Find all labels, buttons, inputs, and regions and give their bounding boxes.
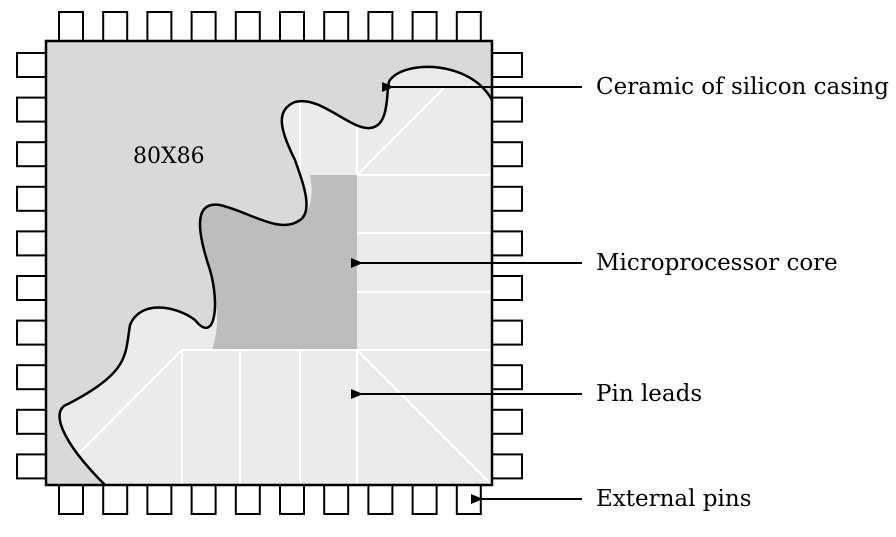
chip-label: 80X86 (133, 144, 205, 169)
external-pin (102, 484, 129, 515)
label-casing: Ceramic of silicon casing (596, 74, 889, 100)
external-pin (491, 96, 523, 123)
external-pin (234, 11, 261, 42)
external-pin (16, 141, 47, 168)
external-pin (234, 484, 261, 515)
external-pin (367, 11, 394, 42)
external-pin (16, 185, 47, 212)
microprocessor-core (200, 175, 357, 350)
external-pin (455, 11, 482, 42)
external-pin (16, 453, 47, 480)
external-pin (323, 11, 350, 42)
external-pin (146, 484, 173, 515)
external-pin (190, 11, 217, 42)
external-pin (491, 275, 523, 301)
external-pin (16, 96, 47, 123)
external-pin (491, 408, 523, 435)
external-pin (102, 11, 129, 42)
external-pin (491, 364, 523, 391)
external-pins-right (491, 52, 523, 480)
external-pin (411, 11, 438, 42)
external-pin (491, 230, 523, 257)
external-pin (16, 52, 47, 78)
external-pin (58, 484, 84, 515)
external-pins-top (58, 11, 482, 42)
external-pin (16, 364, 47, 391)
external-pins-left (16, 52, 47, 480)
external-pin (279, 11, 305, 42)
label-pins: External pins (596, 486, 752, 512)
external-pin (491, 453, 523, 480)
label-leads: Pin leads (596, 381, 702, 407)
external-pin (16, 230, 47, 257)
external-pin (491, 52, 523, 78)
external-pin (58, 11, 84, 42)
external-pin (323, 484, 350, 515)
external-pin (491, 319, 523, 346)
external-pin (367, 484, 394, 515)
label-core: Microprocessor core (596, 250, 838, 276)
external-pin (455, 484, 482, 515)
external-pin (491, 141, 523, 168)
external-pins-bottom (58, 484, 482, 515)
external-pin (16, 275, 47, 301)
external-pin (190, 484, 217, 515)
external-pin (16, 408, 47, 435)
external-pin (279, 484, 305, 515)
external-pin (16, 319, 47, 346)
external-pin (411, 484, 438, 515)
external-pin (491, 185, 523, 212)
external-pin (146, 11, 173, 42)
pin-lead-lines (59, 86, 493, 485)
cutaway-outline (58, 65, 494, 486)
